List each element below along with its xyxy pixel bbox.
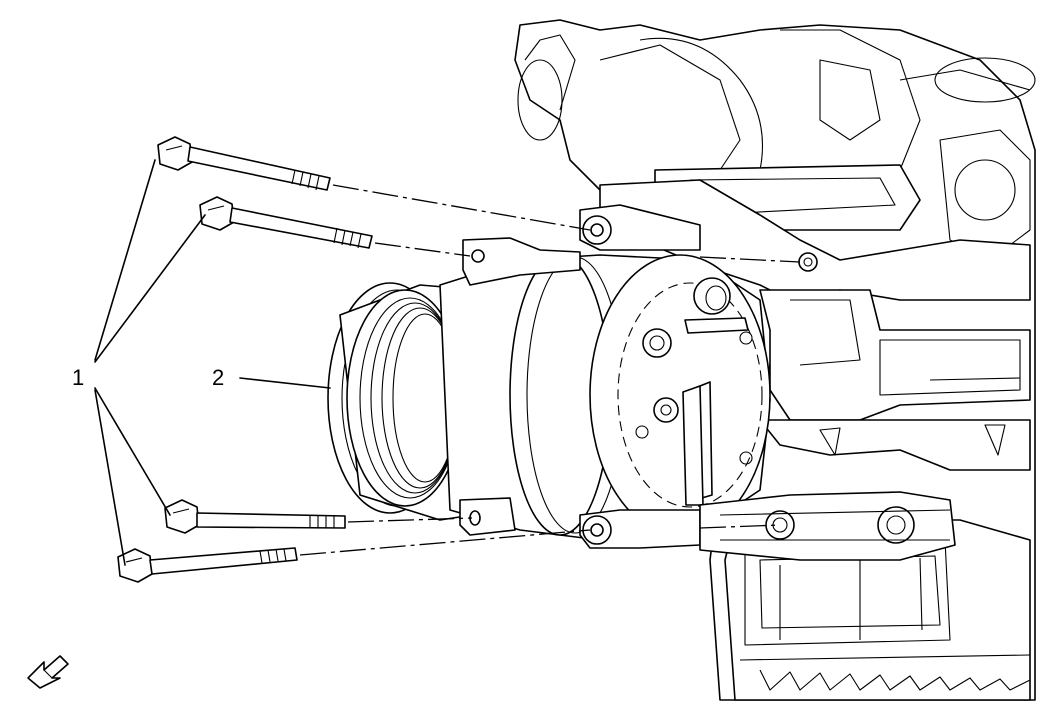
callout-leaders xyxy=(94,159,331,566)
lower-bracket xyxy=(699,252,956,561)
bolt-3 xyxy=(164,499,346,534)
callout-label-2: 2 xyxy=(212,365,224,390)
bolt-2 xyxy=(199,196,373,249)
bolt-4 xyxy=(117,547,298,583)
ac-compressor xyxy=(327,204,771,549)
bolt-alignment-lines xyxy=(299,184,801,556)
bolt-1 xyxy=(157,136,331,191)
front-direction-arrow-icon xyxy=(27,655,69,689)
callout-label-1: 1 xyxy=(72,365,84,390)
